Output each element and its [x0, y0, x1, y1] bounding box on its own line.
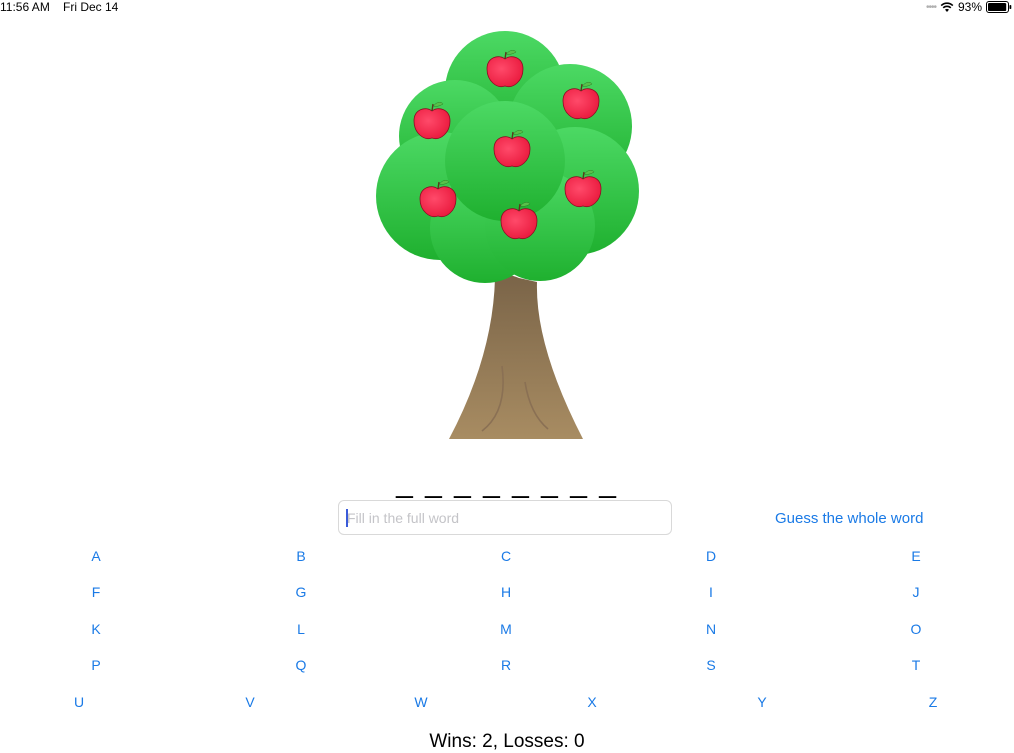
letter-button-k[interactable]: K [81, 621, 111, 637]
letter-button-x[interactable]: X [577, 694, 607, 710]
letter-button-r[interactable]: R [491, 657, 521, 673]
full-word-input[interactable] [338, 500, 672, 535]
letter-button-o[interactable]: O [901, 621, 931, 637]
battery-percent: 93% [957, 0, 982, 14]
letter-button-q[interactable]: Q [286, 657, 316, 673]
trunk [449, 275, 583, 439]
word-display: _ _ _ _ _ _ _ _ [396, 466, 618, 499]
letter-button-g[interactable]: G [286, 584, 316, 600]
guess-whole-word-button[interactable]: Guess the whole word [775, 510, 924, 527]
letter-button-v[interactable]: V [235, 694, 265, 710]
signal-dots-icon: •••• [925, 1, 937, 13]
letter-button-d[interactable]: D [696, 548, 726, 564]
letter-button-z[interactable]: Z [918, 694, 948, 710]
letter-button-y[interactable]: Y [747, 694, 777, 710]
tree-canopy [376, 31, 639, 283]
battery-icon [986, 1, 1012, 13]
wifi-icon [940, 2, 954, 12]
letter-button-h[interactable]: H [491, 584, 521, 600]
letter-button-w[interactable]: W [406, 694, 436, 710]
letter-button-j[interactable]: J [901, 584, 931, 600]
letter-button-u[interactable]: U [64, 694, 94, 710]
letter-button-i[interactable]: I [696, 584, 726, 600]
letter-button-s[interactable]: S [696, 657, 726, 673]
letter-button-a[interactable]: A [81, 548, 111, 564]
letter-button-e[interactable]: E [901, 548, 931, 564]
letter-button-f[interactable]: F [81, 584, 111, 600]
score-label: Wins: 2, Losses: 0 [429, 731, 585, 752]
apple-tree-image [376, 31, 639, 439]
letter-button-m[interactable]: M [491, 621, 521, 637]
status-indicators: •••• 93% [926, 0, 1012, 14]
status-date: Fri Dec 14 [63, 0, 119, 14]
letter-button-c[interactable]: C [491, 548, 521, 564]
text-cursor [346, 509, 348, 527]
letter-button-n[interactable]: N [696, 621, 726, 637]
status-bar: 11:56 AM Fri Dec 14 •••• 93% [0, 0, 1014, 14]
letter-button-b[interactable]: B [286, 548, 316, 564]
letter-button-t[interactable]: T [901, 657, 931, 673]
letter-button-l[interactable]: L [286, 621, 316, 637]
status-time: 11:56 AM [0, 0, 50, 14]
letter-button-p[interactable]: P [81, 657, 111, 673]
